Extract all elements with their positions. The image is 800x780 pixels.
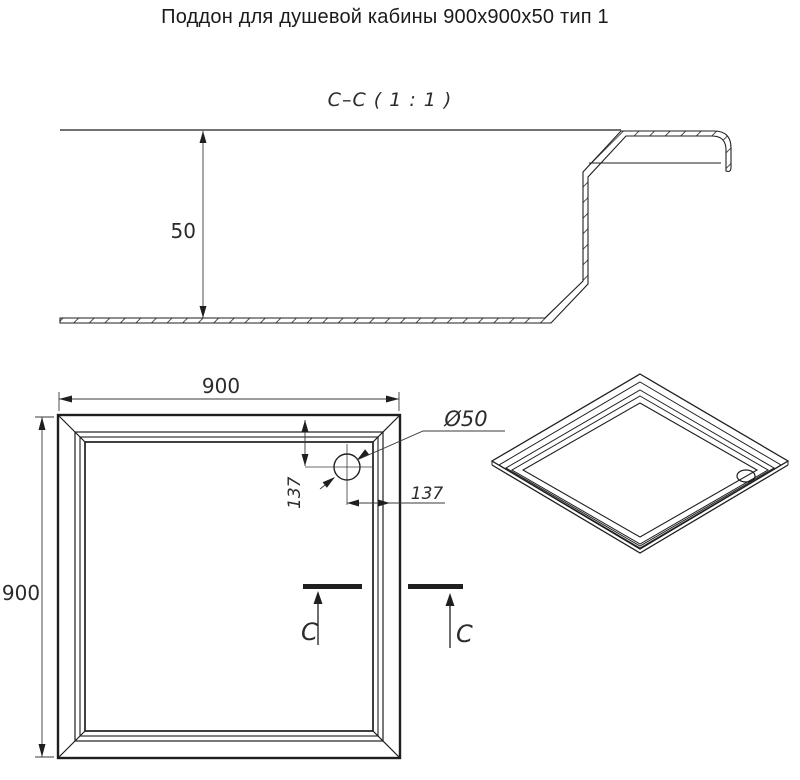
drain-offset-v-dimension: 137 xyxy=(285,420,309,509)
iso-rim-line-4 xyxy=(511,395,769,545)
iso-thickness-edge xyxy=(491,464,789,554)
arrowhead-up xyxy=(38,417,46,430)
section-profile xyxy=(59,130,732,324)
section-height-dimension: 50 xyxy=(171,131,207,318)
plan-width-dimension: 900 xyxy=(58,374,400,411)
arrowhead-left xyxy=(347,499,359,507)
plan-bevel-edge xyxy=(79,436,379,737)
drain xyxy=(305,444,372,505)
section-view: C–C ( 1 : 1 ) 50 xyxy=(59,89,732,324)
plan-outer-edge xyxy=(56,413,402,760)
iso-drain-hole xyxy=(736,469,756,483)
arrowhead-down xyxy=(301,454,309,466)
plan-corner-miters xyxy=(57,414,401,759)
arrowhead-upper xyxy=(357,449,370,460)
depth-dim-label: 900 xyxy=(2,581,40,605)
cut-arrowhead-right xyxy=(445,593,455,606)
drain-offset-h-label: 137 xyxy=(411,484,444,504)
cut-bar-right xyxy=(408,584,463,589)
height-dim-label: 50 xyxy=(171,219,196,243)
drain-diameter-dimension: Ø50 xyxy=(319,407,505,490)
section-cut-marks: C C xyxy=(301,584,473,648)
arrowhead-left xyxy=(59,395,72,403)
drain-offset-h-dimension: 137 xyxy=(347,484,445,507)
isometric-view xyxy=(490,373,790,554)
iso-floor-edge xyxy=(521,402,759,538)
width-dim-label: 900 xyxy=(202,374,240,398)
iso-rim-line-3 xyxy=(505,389,775,547)
arrowhead-up xyxy=(199,131,207,143)
drawing-title: Поддон для душевой кабины 900х900х50 тип… xyxy=(161,6,609,28)
cut-bar-left xyxy=(303,584,362,589)
drain-offset-v-label: 137 xyxy=(285,476,305,509)
arrowhead-right xyxy=(386,395,399,403)
extension-lines xyxy=(35,416,54,758)
cut-arrowhead-left xyxy=(313,591,323,604)
plan-rim-inner-edge xyxy=(74,431,384,742)
iso-corner-edges xyxy=(491,461,789,465)
leader-line xyxy=(356,430,505,461)
iso-outer-rim xyxy=(490,373,790,550)
plan-view: 900 900 137 xyxy=(2,374,505,760)
iso-rim-line-2 xyxy=(498,381,782,549)
cut-label-left: C xyxy=(301,618,318,646)
plan-floor-edge xyxy=(84,441,374,732)
plan-depth-dimension: 900 xyxy=(2,416,54,758)
arrowhead-lower xyxy=(322,477,335,488)
extension-lines xyxy=(58,392,400,411)
arrowhead-right xyxy=(378,499,390,507)
arrowhead-down xyxy=(38,744,46,757)
arrowhead-down xyxy=(199,306,207,318)
cut-label-right: C xyxy=(456,620,473,648)
section-label: C–C ( 1 : 1 ) xyxy=(328,89,453,111)
arrowhead-up xyxy=(301,420,309,432)
drain-diameter-label: Ø50 xyxy=(443,407,487,431)
